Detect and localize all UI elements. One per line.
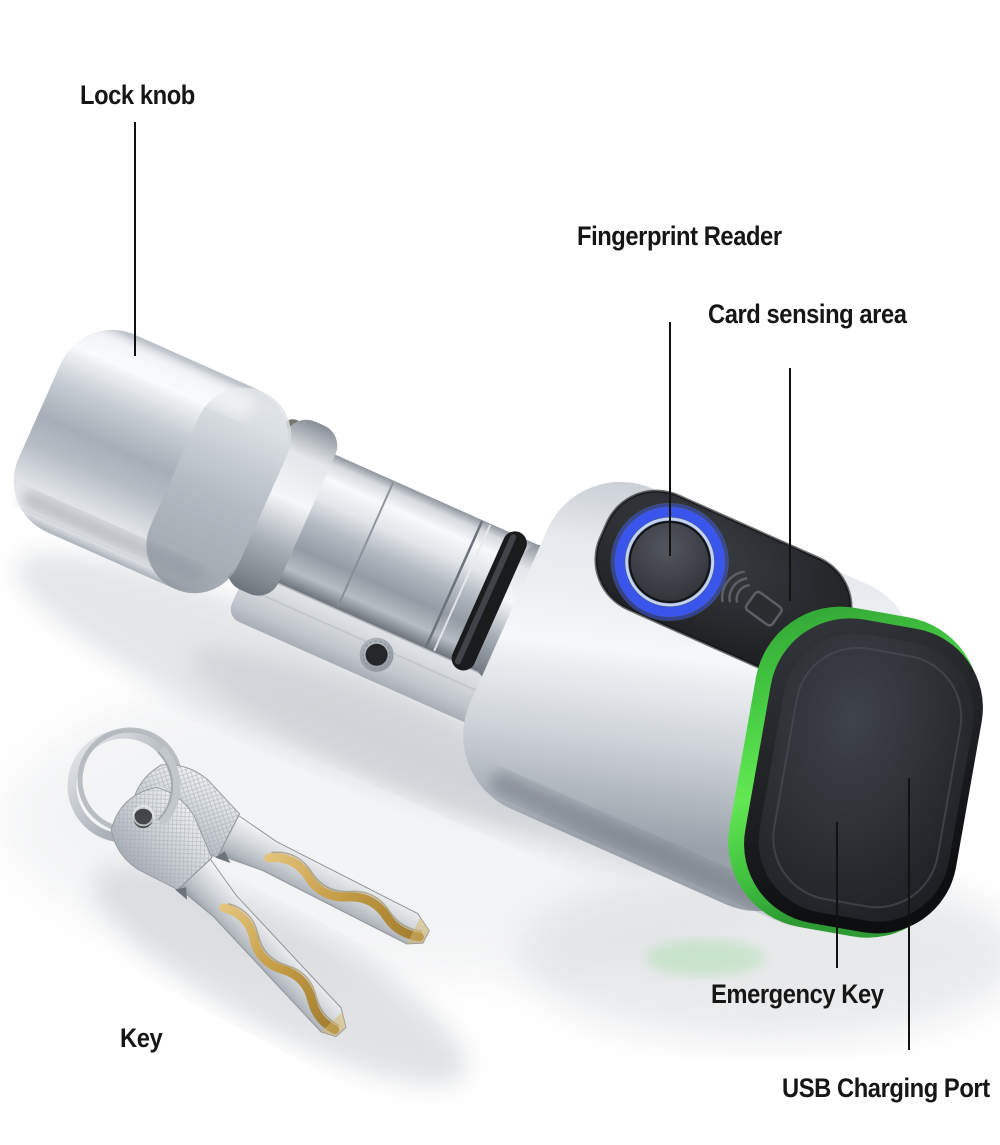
fingerprint-sensor bbox=[628, 520, 711, 603]
label-emergency-key: Emergency Key bbox=[711, 979, 884, 1009]
screw-hole bbox=[359, 637, 394, 672]
callout-lines bbox=[134, 122, 910, 1050]
label-lock-knob: Lock knob bbox=[80, 80, 195, 110]
face-panel bbox=[758, 633, 974, 922]
fingerprint-ring bbox=[610, 502, 729, 621]
label-card-sensing-area: Card sensing area bbox=[708, 299, 907, 329]
front-face bbox=[728, 606, 983, 938]
label-usb-charging-port: USB Charging Port bbox=[782, 1073, 990, 1103]
label-key: Key bbox=[120, 1023, 163, 1053]
keys bbox=[67, 727, 445, 1059]
label-fingerprint-reader: Fingerprint Reader bbox=[577, 221, 782, 251]
lock-knob-part bbox=[13, 329, 338, 596]
nfc-card-icon bbox=[720, 570, 783, 627]
